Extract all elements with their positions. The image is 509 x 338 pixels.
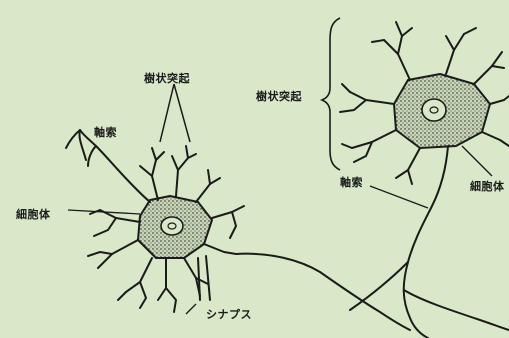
left-dendrites-label: 樹状突起 (144, 70, 190, 86)
right-nucleus (422, 99, 446, 121)
left-dendrites-pointer (160, 84, 190, 142)
synapse-pointer (186, 304, 196, 314)
right-dendrites-brace (322, 18, 340, 170)
left-cell-body-pointer (68, 210, 140, 214)
left-axon-label: 軸索 (94, 124, 117, 140)
connecting-axon (236, 254, 410, 330)
right-cell-body-label: 細胞体 (470, 178, 505, 194)
left-nucleus (161, 217, 183, 235)
left-cell-body-label: 細胞体 (16, 206, 51, 222)
left-neuron (66, 130, 244, 312)
right-axon-label: 軸索 (340, 174, 363, 190)
right-axon-pointer (370, 186, 428, 208)
synapse-label: シナプス (206, 306, 252, 322)
right-cell-body-pointer (462, 146, 492, 176)
right-dendrites-label: 樹状突起 (256, 88, 302, 104)
